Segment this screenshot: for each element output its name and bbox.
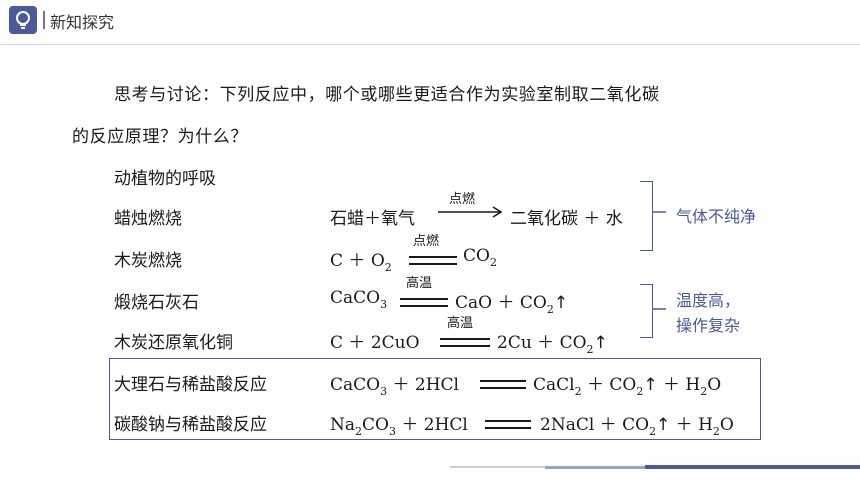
bracket-hard	[640, 284, 653, 338]
page-title: 新知探究	[50, 13, 115, 32]
reaction-label: 木炭燃烧	[114, 251, 182, 271]
equals-sign	[480, 380, 526, 389]
note-hard-line-1: 温度高，	[676, 291, 741, 310]
question-line-2: 的反应原理？为什么？	[72, 127, 248, 147]
reaction-condition: 高温	[447, 316, 474, 331]
equation-reactants: C ＋ O2	[330, 251, 392, 274]
gas-arrow-icon: ↑	[593, 333, 608, 353]
reaction-label: 碳酸钠与稀盐酸反应	[114, 415, 267, 435]
reaction-label: 煅烧石灰石	[114, 293, 199, 313]
note-impure: 气体不纯净	[676, 207, 757, 226]
equation-products: 2NaCl ＋ CO2↑ ＋ H2O	[540, 415, 734, 438]
equation-reactants: CaCO3	[330, 288, 388, 311]
equals-sign	[400, 298, 448, 307]
footer-bar	[450, 466, 545, 468]
reaction-label: 大理石与稀盐酸反应	[114, 375, 267, 395]
highlight-box	[109, 358, 761, 440]
bracket-tick	[652, 211, 666, 213]
bracket-impure	[640, 181, 653, 251]
gas-arrow-icon: ↑	[553, 293, 569, 313]
note-hard-line-2: 操作复杂	[676, 316, 741, 335]
reaction-label: 动植物的呼吸	[114, 169, 216, 189]
reaction-condition: 点燃	[413, 234, 440, 249]
reaction-condition: 点燃	[449, 192, 476, 207]
footer-bar	[645, 465, 860, 469]
question-line-1: 思考与讨论：下列反应中，哪个或哪些更适合作为实验室制取二氧化碳	[114, 85, 660, 105]
equation-products: CaCl2 ＋ CO2↑ ＋ H2O	[533, 375, 722, 398]
equation-products: 二氧化碳 ＋ 水	[510, 209, 623, 229]
equation-reactants: CaCO3 ＋ 2HCl	[330, 375, 459, 398]
footer-bar	[545, 466, 645, 469]
header-divider	[43, 11, 45, 29]
equals-sign	[440, 338, 490, 347]
equation-reactants: Na2CO3 ＋ 2HCl	[330, 415, 468, 438]
lightbulb-icon	[9, 6, 37, 34]
equation-products: CO2	[463, 246, 497, 269]
equation-products: CaO ＋ CO2↑	[455, 293, 569, 316]
reaction-label: 木炭还原氧化铜	[114, 333, 233, 353]
slide-header: 新知探究	[0, 0, 860, 44]
gas-arrow-icon: ↑	[643, 375, 658, 395]
reaction-label: 蜡烛燃烧	[114, 209, 182, 229]
equals-sign	[409, 256, 457, 265]
right-arrow-icon	[438, 206, 503, 218]
bracket-tick	[652, 308, 666, 310]
gas-arrow-icon: ↑	[656, 415, 671, 435]
equation-reactants: 石蜡＋氧气	[330, 209, 415, 229]
reaction-condition: 高温	[406, 276, 433, 291]
equals-sign	[485, 420, 531, 429]
header-underline	[0, 44, 860, 45]
equation-reactants: C ＋ 2CuO	[330, 333, 420, 353]
equation-products: 2Cu ＋ CO2↑	[497, 333, 608, 356]
